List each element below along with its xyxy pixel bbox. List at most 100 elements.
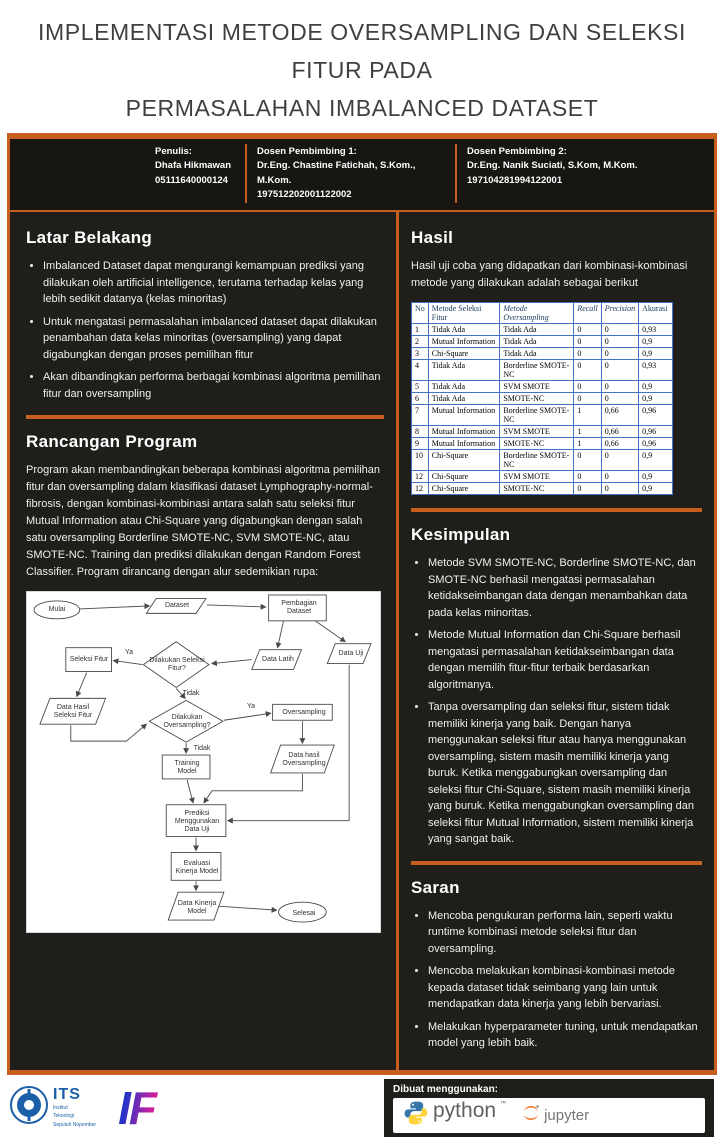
list-item: Mencoba melakukan kombinasi-kombinasi me… — [428, 963, 702, 1013]
col-header-seleksi: Metode Seleksi Fitur — [427, 302, 501, 325]
band-separator — [455, 144, 457, 203]
author-pembimbing1: Dosen Pembimbing 1: Dr.Eng. Chastine Fat… — [247, 144, 455, 203]
flowchart-edge-label-ya-1: Ya — [124, 649, 134, 657]
its-subline-2: Teknologi — [53, 1113, 75, 1120]
rancangan-paragraph: Program akan membandingkan beberapa komb… — [26, 464, 381, 579]
flowchart-node-seleksi-fitur: Seleksi Fitur — [69, 656, 109, 664]
saran-heading: Saran — [411, 877, 460, 897]
its-emblem-icon — [10, 1086, 48, 1129]
list-item: Metode Mutual Information dan Chi-Square… — [428, 627, 702, 693]
list-item: Imbalanced Dataset dapat mengurangi kema… — [43, 258, 384, 308]
poster-title-line1: IMPLEMENTASI METODE OVERSAMPLING DAN SEL… — [38, 19, 686, 83]
latar-belakang-list: Imbalanced Dataset dapat mengurangi kema… — [26, 258, 384, 402]
kesimpulan-list: Metode SVM SMOTE-NC, Borderline SMOTE-NC… — [411, 555, 702, 848]
flowchart-edge-label-tidak-2: Tidak — [193, 745, 211, 753]
flowchart-node-data-kinerja: Data Kinerja Model — [177, 900, 217, 916]
jupyter-icon — [522, 1104, 540, 1127]
jupyter-logo: jupyter — [522, 1104, 589, 1127]
pembimbing1-id: 197512202001122002 — [257, 188, 352, 200]
penulis-id: 05111640000124 — [155, 174, 228, 186]
flowchart-edge-label-tidak-1: Tidak — [182, 690, 200, 698]
list-item: Tanpa oversampling dan seleksi fitur, si… — [428, 699, 702, 848]
list-item: Akan dibandingkan performa berbagai komb… — [43, 369, 384, 402]
pembimbing2-name: Dr.Eng. Nanik Suciati, S.Kom, M.Kom. — [467, 160, 638, 172]
page-footer: ITS Institut Teknologi Sepuluh Nopember … — [0, 1074, 724, 1141]
col-header-recall: Recall — [573, 302, 602, 325]
made-with-panel: Dibuat menggunakan: python ™ — [384, 1078, 714, 1137]
flowchart-node-mulai: Mulai — [48, 606, 66, 614]
flowchart-node-oversampling: Oversampling — [282, 709, 326, 717]
poster-title-line2: PERMASALAHAN IMBALANCED DATASET — [125, 95, 599, 121]
kesimpulan-heading: Kesimpulan — [411, 525, 511, 545]
informatics-if-logo: IF — [110, 1081, 163, 1135]
flowchart-node-pembagian-dataset: Pembagian Dataset — [281, 600, 317, 616]
left-column: Latar Belakang Imbalanced Dataset dapat … — [10, 212, 396, 1070]
flowchart-node-selesai: Selesai — [292, 910, 316, 918]
col-header-no: No — [411, 302, 429, 325]
poster-dark-area: Penulis: Dhafa Hikmawan 05111640000124 D… — [7, 133, 717, 1075]
pembimbing2-label: Dosen Pembimbing 2: — [467, 146, 567, 157]
flowchart-shapes — [33, 594, 372, 923]
python-wordmark: python — [433, 1098, 497, 1122]
section-divider — [411, 508, 702, 513]
its-subline-1: Institut — [53, 1104, 68, 1111]
flowchart-node-dilakukan-oversampling: Dilakukan Oversampling? — [163, 714, 211, 730]
its-subline-3: Sepuluh Nopember — [53, 1121, 97, 1128]
section-divider — [26, 415, 384, 419]
results-table: No Metode Seleksi Fitur Metode Oversampl… — [411, 302, 673, 496]
flowchart-node-data-latih: Data Latih — [262, 656, 294, 664]
its-wordmark: ITS Institut Teknologi Sepuluh Nopember — [53, 1086, 97, 1129]
poster-body: Latar Belakang Imbalanced Dataset dapat … — [10, 212, 714, 1070]
poster-title: IMPLEMENTASI METODE OVERSAMPLING DAN SEL… — [0, 0, 724, 133]
python-logo: python ™ — [403, 1100, 506, 1131]
hasil-heading: Hasil — [411, 228, 454, 247]
flowchart-node-evaluasi: Evaluasi Kinerja Model — [175, 860, 219, 876]
col-header-precision: Precision — [600, 302, 640, 325]
flowchart-node-training-model: Training Model — [174, 760, 200, 776]
flowchart-node-data-uji: Data Uji — [338, 650, 364, 658]
author-band: Penulis: Dhafa Hikmawan 05111640000124 D… — [10, 139, 714, 212]
flowchart-node-dilakukan-seleksi-fitur: Dilakukan Seleksi Fitur? — [149, 657, 205, 673]
flowchart-node-dataset: Dataset — [164, 602, 190, 610]
program-flowchart: Mulai Dataset Pembagian Dataset Seleksi … — [26, 591, 381, 934]
right-column: Hasil Hasil uji coba yang didapatkan dar… — [399, 212, 714, 1070]
its-logo: ITS Institut Teknologi Sepuluh Nopember — [10, 1086, 96, 1129]
saran-list: Mencoba pengukuran performa lain, sepert… — [411, 908, 702, 1052]
column-divider — [396, 212, 399, 1070]
flowchart-node-data-hasil-oversampling: Data hasil Oversampling — [282, 752, 326, 768]
jupyter-wordmark: jupyter — [544, 1106, 590, 1124]
python-icon — [403, 1100, 429, 1131]
latar-belakang-heading: Latar Belakang — [26, 228, 153, 247]
section-divider — [411, 860, 702, 865]
band-spacer — [10, 144, 145, 203]
list-item: Metode SVM SMOTE-NC, Borderline SMOTE-NC… — [428, 555, 702, 621]
poster-page: IMPLEMENTASI METODE OVERSAMPLING DAN SEL… — [0, 0, 724, 1024]
flowchart-node-prediksi: Prediksi Menggunakan Data Uji — [174, 810, 220, 834]
pembimbing2-id: 197104281994122001 — [467, 174, 563, 186]
pembimbing1-name: Dr.Eng. Chastine Fatichah, S.Kom., M.Kom… — [257, 160, 416, 186]
hasil-intro: Hasil uji coba yang didapatkan dari komb… — [411, 260, 688, 290]
penulis-name: Dhafa Hikmawan — [155, 160, 232, 172]
tools-box: python ™ jupyter — [393, 1097, 705, 1133]
author-pembimbing2: Dosen Pembimbing 2: Dr.Eng. Nanik Suciat… — [457, 144, 714, 203]
penulis-label: Penulis: — [155, 146, 192, 157]
list-item: Untuk mengatasi permasalahan imbalanced … — [43, 314, 384, 364]
pembimbing1-label: Dosen Pembimbing 1: — [257, 146, 357, 157]
flowchart-node-data-hasil-seleksi: Data Hasil Seleksi Fitur — [53, 704, 93, 720]
python-trademark: ™ — [500, 1100, 507, 1107]
band-separator — [245, 144, 247, 203]
list-item: Mencoba pengukuran performa lain, sepert… — [428, 908, 702, 958]
flowchart-edge-label-ya-2: Ya — [246, 703, 256, 711]
author-penulis: Penulis: Dhafa Hikmawan 05111640000124 — [145, 144, 245, 203]
